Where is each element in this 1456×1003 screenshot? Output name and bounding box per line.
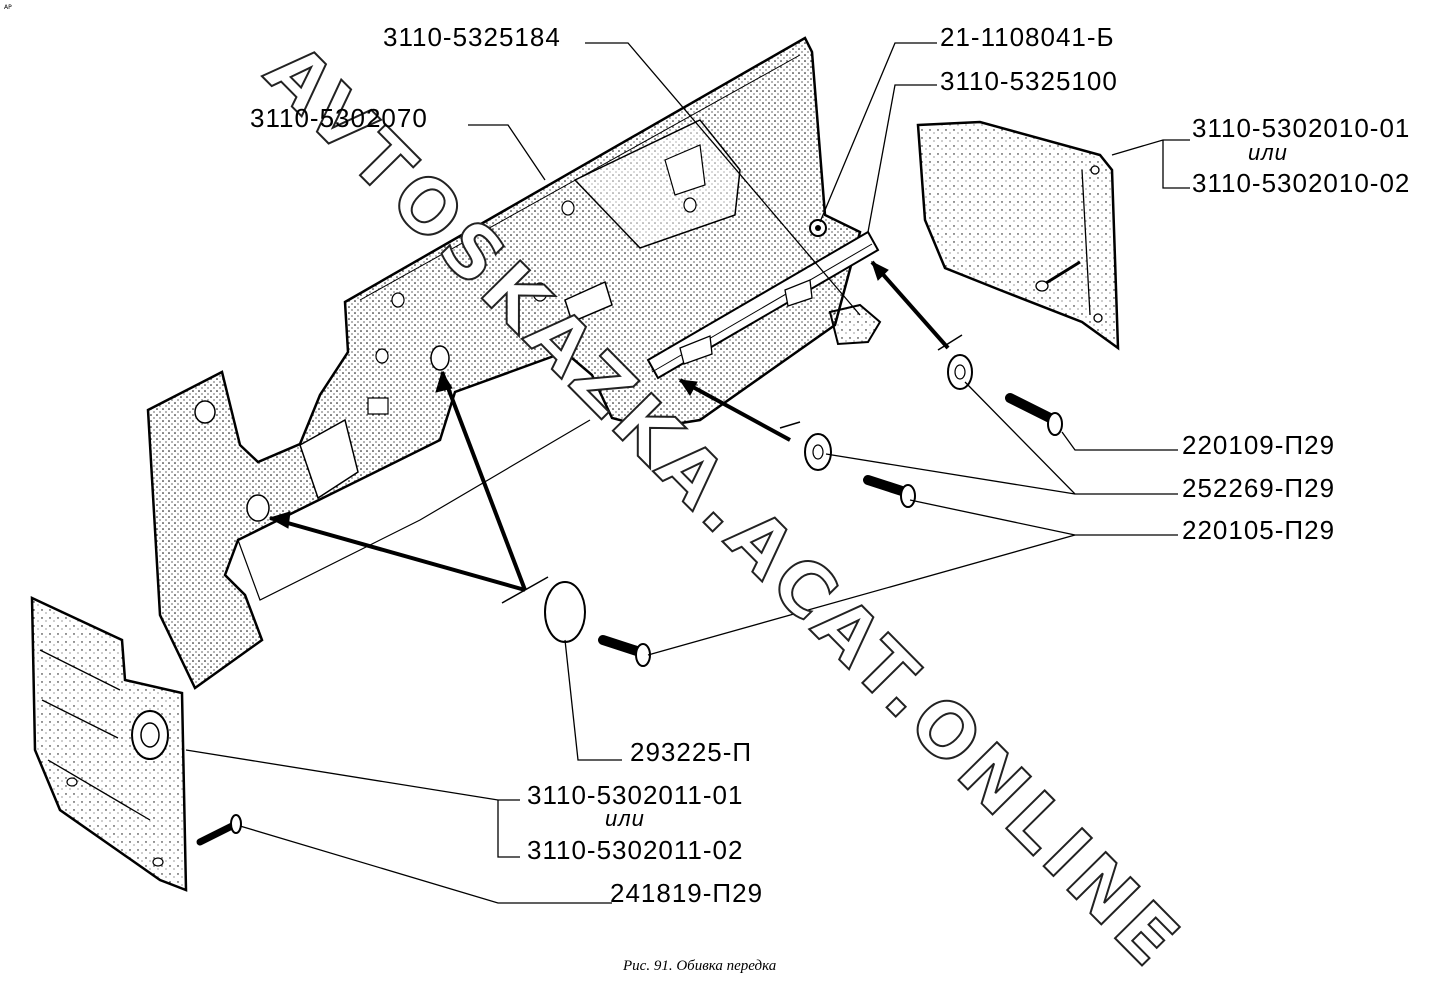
figure-caption: Рис. 91. Обивка передка [623,958,777,974]
label-3110-5325100: 3110-5325100 [940,66,1118,96]
side-trim-left [30,596,188,892]
label-3110-5302010-01: 3110-5302010-01 [1192,113,1411,143]
label-3110-5302011-01: 3110-5302011-01 [527,780,744,810]
label-3110-5302070: 3110-5302070 [250,103,428,133]
washer-252269-mid [804,433,832,471]
corner-mark: АР [4,4,12,11]
label-or-left: или [605,806,645,831]
assembly-arrows [268,260,963,604]
screw-220105-lower [598,635,651,667]
label-or-right: или [1248,140,1288,165]
label-220109-p29: 220109-П29 [1182,430,1336,460]
front-panel-trim [146,36,862,690]
label-3110-5302010-02: 3110-5302010-02 [1192,168,1411,198]
label-252269-p29: 252269-П29 [1182,473,1336,503]
side-trim-right [916,120,1120,351]
screw-220105-upper [863,475,916,508]
label-220105-p29: 220105-П29 [1182,515,1336,545]
washer-252269-right [947,354,973,390]
label-241819-p29: 241819-П29 [610,878,764,908]
label-3110-5302011-02: 3110-5302011-02 [527,835,744,865]
nut-part [809,219,827,237]
clip-part [828,303,882,346]
washer-293225 [544,581,586,643]
label-21-1108041-b: 21-1108041-Б [940,22,1115,52]
screw-220109 [1005,393,1063,436]
screw-241819 [196,814,242,846]
label-3110-5325184: 3110-5325184 [383,22,561,52]
label-293225-p: 293225-П [630,737,753,767]
leader-lines [185,42,1190,904]
